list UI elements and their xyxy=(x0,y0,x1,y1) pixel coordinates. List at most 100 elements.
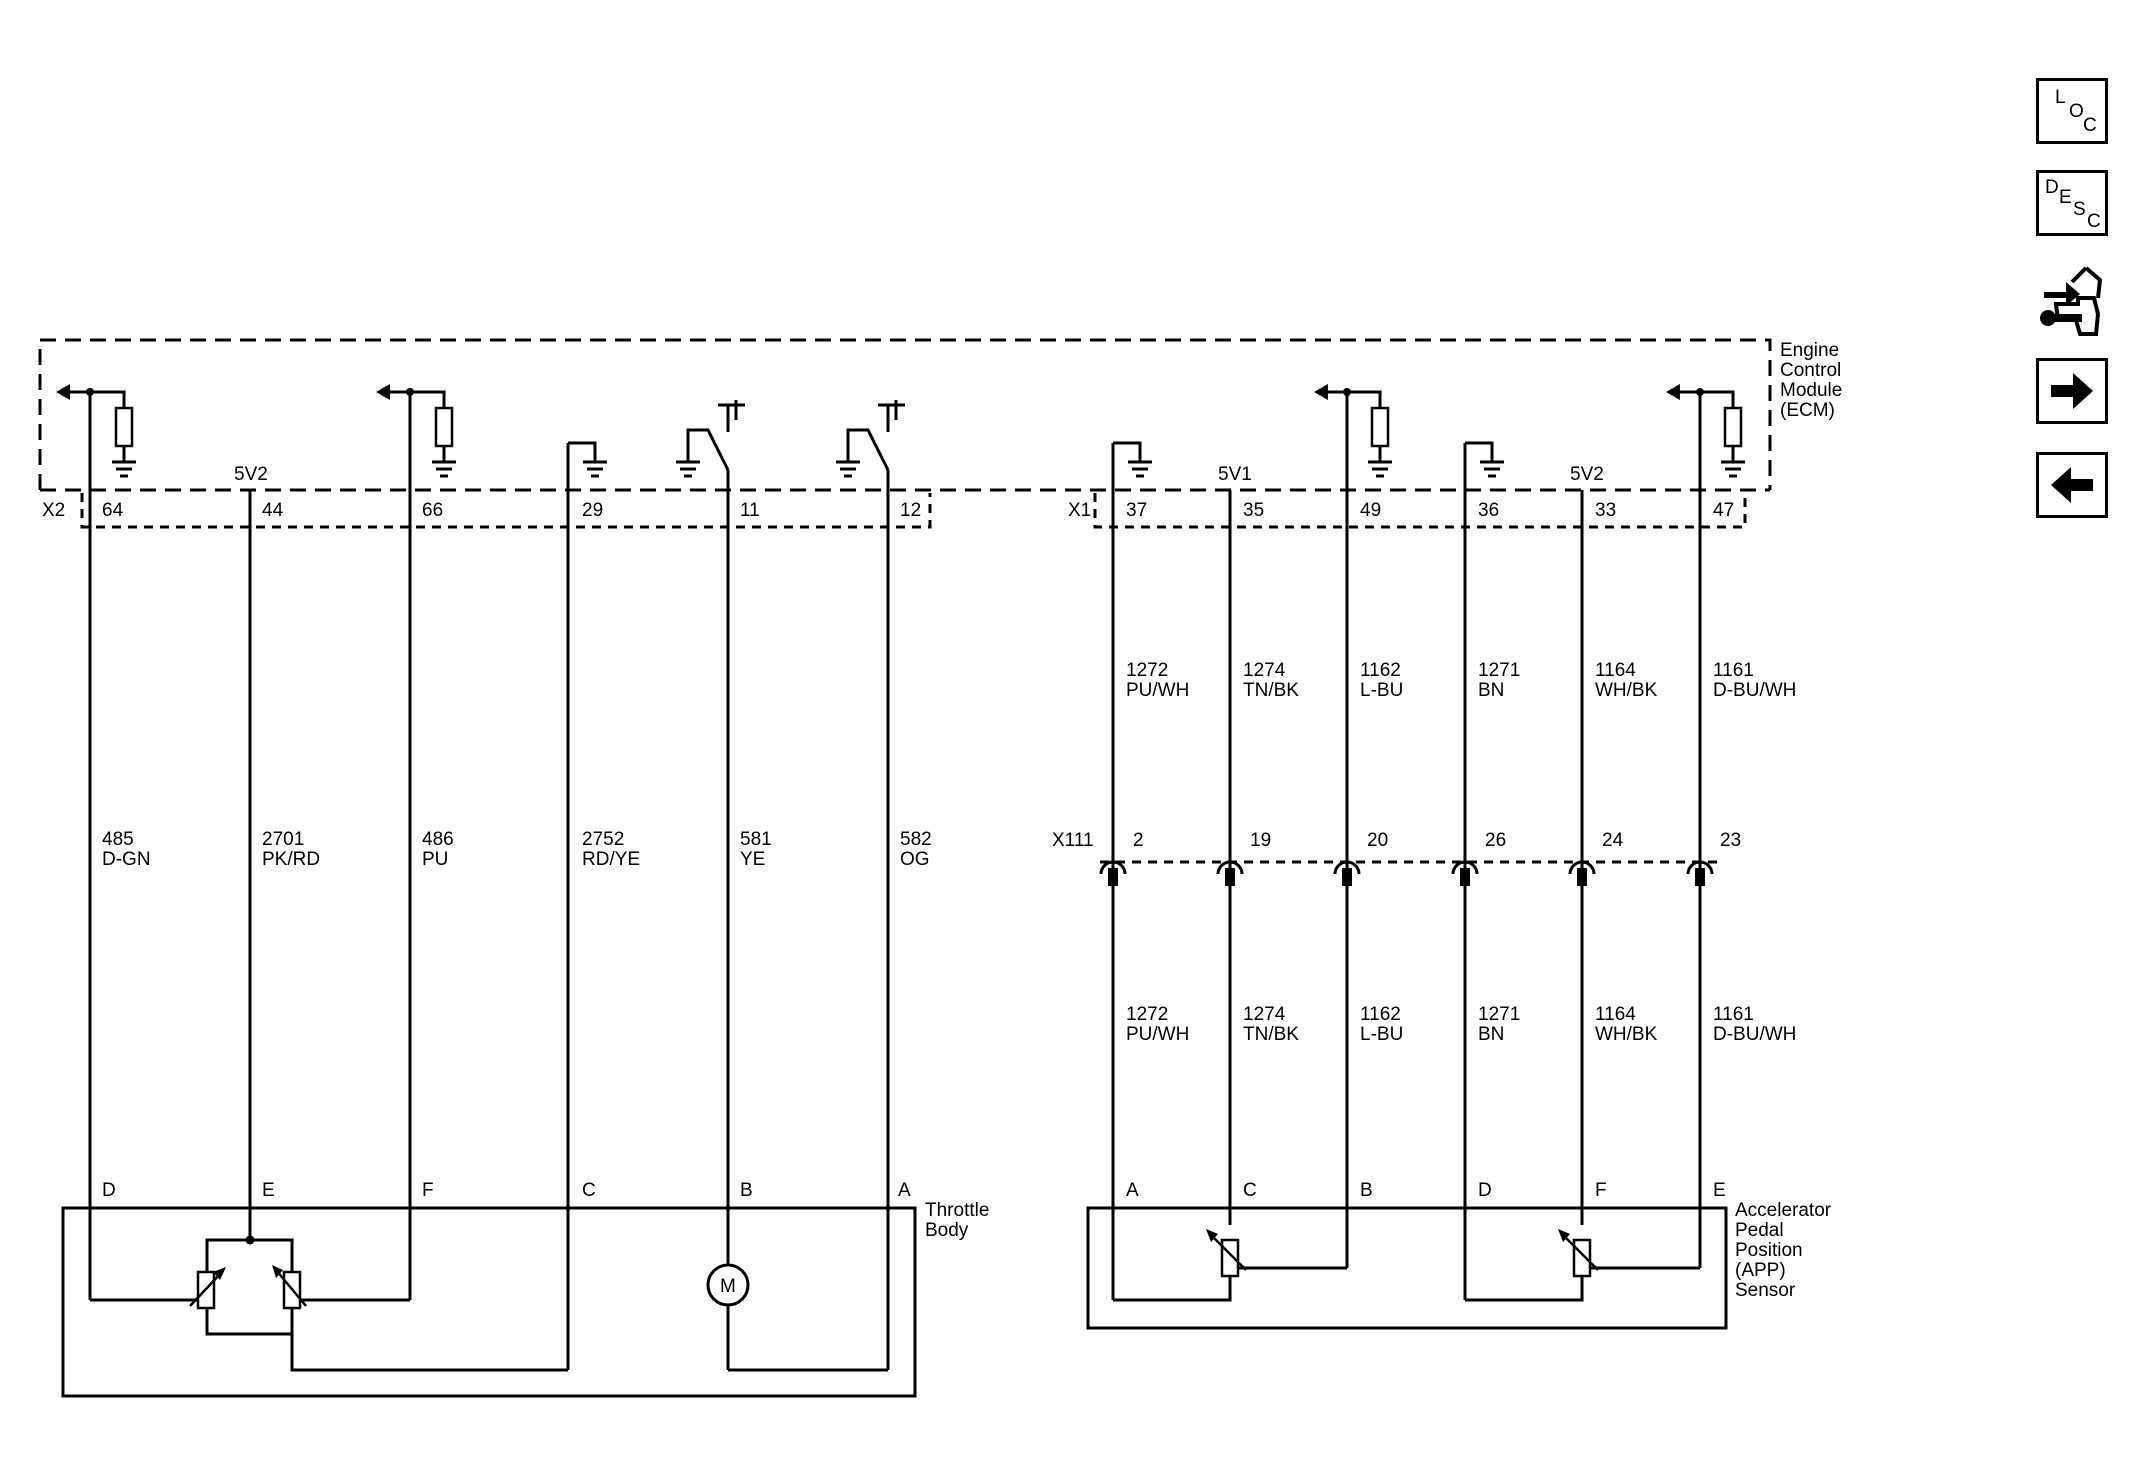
connector-x1: X1 xyxy=(1068,493,1747,529)
wire-circuit: 486 xyxy=(422,829,454,850)
wire-color: RD/YE xyxy=(582,849,640,870)
wire-color: PK/RD xyxy=(262,849,320,870)
terminal-letter: B xyxy=(1360,1180,1373,1201)
throttle-body-label-2: Body xyxy=(925,1220,969,1241)
wire-circuit: 1161 xyxy=(1713,660,1754,681)
ecm-ground-returns xyxy=(568,441,1504,478)
throttle-terminals: D E F C B A xyxy=(102,1180,911,1201)
app-sensor: Accelerator Pedal Position (APP) Sensor xyxy=(1086,1200,1832,1330)
terminal-letter: B xyxy=(740,1180,753,1201)
x1-pin: 47 xyxy=(1713,500,1734,521)
wire-color: WH/BK xyxy=(1595,680,1658,701)
next-button[interactable] xyxy=(2036,358,2108,424)
connector-x111: X111 2 19 20 26 24 23 xyxy=(1052,830,1741,886)
supply-label-x2: 5V2 xyxy=(234,464,268,485)
x2-pin: 12 xyxy=(900,500,921,521)
app-wire-labels-lower: 1272 PU/WH 1274 TN/BK 1162 L-BU 1271 BN … xyxy=(1126,1004,1796,1045)
x2-pin: 64 xyxy=(102,500,124,521)
terminal-letter: A xyxy=(1126,1180,1139,1201)
x111-pin: 20 xyxy=(1367,830,1388,851)
x111-pin: 26 xyxy=(1485,830,1506,851)
arrow-right-icon xyxy=(2051,373,2093,409)
x2-pin: 11 xyxy=(740,500,760,521)
wire-color: L-BU xyxy=(1360,680,1403,701)
connector-x2: X2 xyxy=(42,493,932,529)
wire-circuit: 1162 xyxy=(1360,660,1401,681)
terminal-letter: C xyxy=(1243,1180,1257,1201)
app-sensor-label-3: Position xyxy=(1735,1240,1803,1261)
app-sensor-label-4: (APP) xyxy=(1735,1260,1786,1281)
wire-color: D-GN xyxy=(102,849,151,870)
arrow-left-icon xyxy=(2051,467,2093,503)
wire-color: BN xyxy=(1478,1024,1504,1045)
loc-letter: L xyxy=(2055,87,2066,108)
wire-circuit: 1164 xyxy=(1595,1004,1636,1025)
ecm-label-2: Control xyxy=(1780,360,1841,381)
terminal-letter: D xyxy=(1478,1180,1492,1201)
connector-wrench-icon-graphic xyxy=(2040,266,2103,336)
throttle-body: Throttle Body M xyxy=(61,1200,989,1398)
wire-color: D-BU/WH xyxy=(1713,680,1796,701)
x1-pin: 37 xyxy=(1126,500,1147,521)
x1-pin: 35 xyxy=(1243,500,1264,521)
loc-letter: C xyxy=(2083,115,2097,136)
ecm-box: Engine Control Module (ECM) xyxy=(38,338,1842,492)
connector-wrench-icon[interactable] xyxy=(2036,258,2108,336)
wire-circuit: 1274 xyxy=(1243,660,1286,681)
connector-x111-label: X111 xyxy=(1052,830,1094,851)
supply-label-x1-a: 5V1 xyxy=(1218,464,1252,485)
terminal-letter: A xyxy=(898,1180,911,1201)
x1-pin: 33 xyxy=(1595,500,1616,521)
wire-color: TN/BK xyxy=(1243,1024,1299,1045)
wire-color: PU/WH xyxy=(1126,680,1189,701)
x1-pin: 49 xyxy=(1360,500,1381,521)
app-sensor-label-1: Accelerator xyxy=(1735,1200,1832,1221)
desc-button[interactable]: D E S C xyxy=(2036,170,2108,236)
wire-circuit: 1162 xyxy=(1360,1004,1401,1025)
x111-pin: 24 xyxy=(1602,830,1624,851)
wire-circuit: 1164 xyxy=(1595,660,1636,681)
terminal-letter: C xyxy=(582,1180,596,1201)
loc-button[interactable]: L O C xyxy=(2036,78,2108,144)
ecm-motor-drivers xyxy=(676,400,905,478)
x2-pin: 44 xyxy=(262,500,284,521)
motor-label: M xyxy=(720,1276,736,1297)
throttle-wires xyxy=(88,392,890,1370)
desc-letter: C xyxy=(2087,211,2101,232)
wire-color: WH/BK xyxy=(1595,1024,1658,1045)
app-sensor-label-5: Sensor xyxy=(1735,1280,1796,1301)
desc-letter: E xyxy=(2059,187,2072,208)
wire-circuit: 582 xyxy=(900,829,932,850)
loc-letter: O xyxy=(2069,101,2084,122)
x111-pin: 2 xyxy=(1133,830,1144,851)
x111-pin: 23 xyxy=(1720,830,1741,851)
wire-circuit: 1271 xyxy=(1478,660,1520,681)
x111-pin: 19 xyxy=(1250,830,1271,851)
x2-pin: 29 xyxy=(582,500,603,521)
wire-circuit: 1272 xyxy=(1126,1004,1168,1025)
wire-color: YE xyxy=(740,849,765,870)
desc-letter: S xyxy=(2073,199,2086,220)
throttle-body-label-1: Throttle xyxy=(925,1200,989,1221)
ecm-pullups xyxy=(56,384,1745,478)
wire-color: PU xyxy=(422,849,448,870)
ecm-label-3: Module xyxy=(1780,380,1842,401)
x2-pin: 66 xyxy=(422,500,443,521)
x1-pins: 37 35 49 36 33 47 xyxy=(1126,500,1734,521)
wire-color: OG xyxy=(900,849,930,870)
x2-pins: 64 44 66 29 11 12 xyxy=(102,500,921,521)
wire-color: TN/BK xyxy=(1243,680,1299,701)
ecm-label-4: (ECM) xyxy=(1780,400,1835,421)
wire-circuit: 1271 xyxy=(1478,1004,1520,1025)
supply-label-x1-b: 5V2 xyxy=(1570,464,1604,485)
wire-color: D-BU/WH xyxy=(1713,1024,1796,1045)
connector-x1-label: X1 xyxy=(1068,500,1091,521)
desc-letter: D xyxy=(2045,177,2059,198)
app-wire-labels-upper: 1272 PU/WH 1274 TN/BK 1162 L-BU 1271 BN … xyxy=(1126,660,1796,701)
prev-button[interactable] xyxy=(2036,452,2108,518)
x1-pin: 36 xyxy=(1478,500,1499,521)
wire-circuit: 2752 xyxy=(582,829,624,850)
throttle-wire-labels: 485 D-GN 2701 PK/RD 486 PU 2752 RD/YE 58… xyxy=(102,829,932,870)
wire-circuit: 1274 xyxy=(1243,1004,1286,1025)
